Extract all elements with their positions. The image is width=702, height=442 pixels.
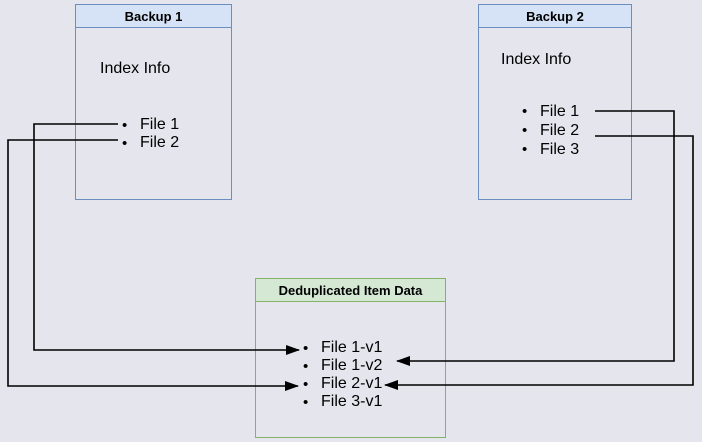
backup2-subtitle: Index Info bbox=[501, 51, 572, 68]
backup1-box[interactable]: Backup 1 Index Info • File 1 • File 2 bbox=[75, 4, 232, 200]
connection-arrow[interactable] bbox=[7, 139, 299, 391]
backup2-file-list: • File 1 • File 2 • File 3 bbox=[518, 102, 579, 159]
connection-arrow[interactable] bbox=[384, 135, 694, 390]
list-item: • File 2-v1 bbox=[299, 375, 382, 393]
bullet-icon: • bbox=[303, 393, 309, 411]
list-item-label: File 2 bbox=[540, 121, 580, 139]
connection-arrow[interactable] bbox=[33, 123, 300, 355]
connection-arrow[interactable] bbox=[396, 110, 675, 366]
dedup-file-list: • File 1-v1 • File 1-v2 • File 2-v1 • File 3-v1 bbox=[299, 339, 382, 411]
bullet-icon: • bbox=[522, 103, 528, 120]
list-item-label: File 3-v1 bbox=[321, 393, 383, 410]
list-item: • File 1 bbox=[518, 102, 579, 121]
list-item-label: File 1 bbox=[140, 116, 180, 133]
backup1-file-list: • File 1 • File 2 bbox=[118, 116, 179, 152]
backup1-title: Backup 1 bbox=[124, 8, 183, 24]
dedup-header: Deduplicated Item Data bbox=[256, 279, 445, 302]
list-item: • File 1-v2 bbox=[299, 357, 382, 375]
list-item-label: File 1-v2 bbox=[321, 357, 383, 374]
list-item-label: File 3 bbox=[540, 140, 580, 158]
dedup-title: Deduplicated Item Data bbox=[278, 282, 423, 298]
backup2-box[interactable]: Backup 2 Index Info • File 1 • File 2 • File … bbox=[478, 4, 632, 200]
list-item: • File 3 bbox=[518, 140, 579, 159]
backup2-header: Backup 2 bbox=[479, 5, 631, 28]
bullet-icon: • bbox=[522, 141, 528, 158]
list-item-label: File 1-v1 bbox=[321, 339, 383, 356]
bullet-icon: • bbox=[303, 339, 309, 357]
list-item-label: File 2 bbox=[140, 134, 180, 151]
list-item: • File 1 bbox=[118, 116, 179, 134]
list-item-label: File 2-v1 bbox=[321, 375, 383, 392]
list-item: • File 2 bbox=[518, 121, 579, 140]
list-item: • File 2 bbox=[118, 134, 179, 152]
list-item-label: File 1 bbox=[540, 102, 580, 120]
backup1-header: Backup 1 bbox=[76, 5, 231, 28]
backup2-title: Backup 2 bbox=[526, 8, 584, 24]
bullet-icon: • bbox=[522, 122, 528, 139]
bullet-icon: • bbox=[122, 134, 128, 152]
bullet-icon: • bbox=[122, 116, 128, 134]
list-item: • File 3-v1 bbox=[299, 393, 382, 411]
list-item: • File 1-v1 bbox=[299, 339, 382, 357]
deduplicated-item-data-box[interactable]: Deduplicated Item Data • File 1-v1 • File 1… bbox=[255, 278, 446, 438]
bullet-icon: • bbox=[303, 357, 309, 375]
backup1-subtitle: Index Info bbox=[100, 60, 171, 77]
bullet-icon: • bbox=[303, 375, 309, 393]
